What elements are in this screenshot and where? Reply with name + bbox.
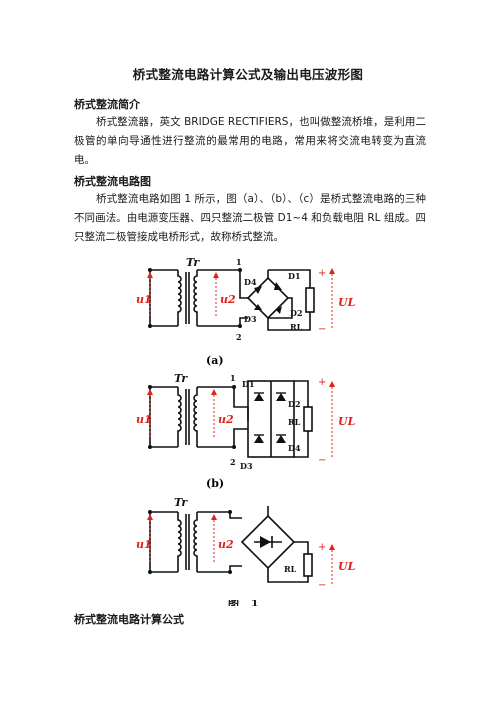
label-d4-a: D4 [244,277,257,287]
label-d4-b: D4 [288,443,301,453]
label-u2-c: u2 [218,538,234,551]
label-n2-b: 2 [230,457,236,467]
label-ul-b: UL [338,415,356,428]
section-heading-formula: 桥式整流电路计算公式 [74,613,184,626]
label-d1-a: D1 [288,271,301,281]
label-plus-a: + [318,268,326,279]
label-tr-b: Tr [174,373,188,385]
label-d3-b: D3 [240,461,253,471]
label-minus-c: − [318,580,326,591]
label-n1-b: 1 [230,373,236,383]
intro-paragraph: 桥式整流器，英文 BRIDGE RECTIFIERS，也叫做整流桥堆，是利用二极… [74,116,426,166]
label-rl-c: RL [284,564,297,574]
circuit-diagram-a: Tr u1 u2 1 2 D1 D4 D3 D2 RL + − UL (a) [136,258,356,367]
label-u1-b: u1 [136,413,152,426]
label-n1-a: 1 [236,258,242,267]
caption-b: (b) [206,477,224,490]
label-rl-a: RL [290,322,303,332]
label-u2-a: u2 [220,293,236,306]
label-minus-a: − [318,324,326,335]
label-tr-c: Tr [174,496,188,509]
label-d3-a: D3 [244,314,257,324]
label-ul-a: UL [338,296,356,309]
label-u1-c: u1 [136,538,152,551]
circuit-paragraph: 桥式整流电路如图 1 所示，图（a）、（b）、（c）是桥式整流电路的三种不同画法… [74,193,426,243]
label-plus-c: + [318,542,326,553]
section-heading-circuit: 桥式整流电路图 [74,175,151,188]
section-heading-intro: 桥式整流简介 [74,98,140,111]
caption-a: (a) [206,354,224,367]
label-d1-b: D1 [242,379,255,389]
label-minus-b: − [318,455,326,466]
figure-footer: 图 1 [228,600,288,606]
label-rl-b: RL [288,417,301,427]
circuit-diagram-c: Tr u1 u2 RL + − UL [136,496,356,591]
label-n2-a: 2 [236,332,242,342]
label-u2-b: u2 [218,413,234,426]
label-ul-c: UL [338,560,356,573]
label-d2-b: D2 [288,399,301,409]
label-d2-a: D2 [290,308,303,318]
label-plus-b: + [318,377,326,388]
circuit-diagram-b: Tr u1 u2 1 2 D1 D2 RL D3 D4 + − UL (b) [136,373,356,490]
label-tr-a: Tr [186,258,200,269]
label-u1-a: u1 [136,293,152,306]
page-title: 桥式整流电路计算公式及输出电压波形图 [132,67,364,82]
